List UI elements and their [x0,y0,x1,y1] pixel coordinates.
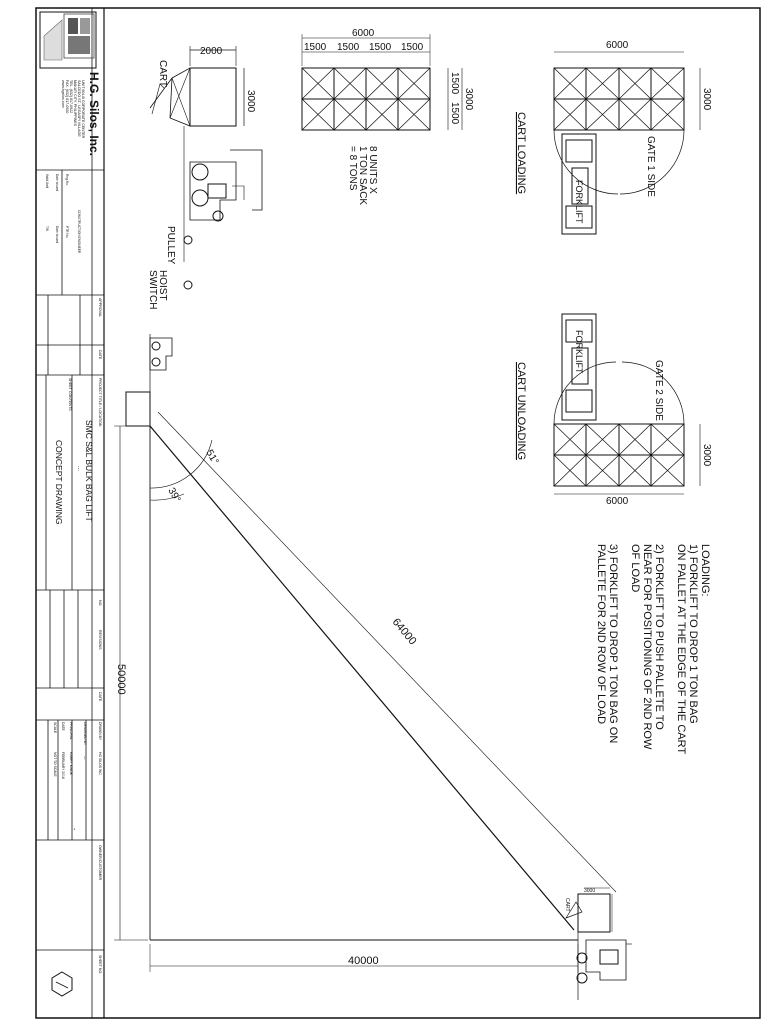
svg-text:OF LOAD: OF LOAD [629,544,641,592]
sheet-no-label: SHEET NO. [98,955,102,974]
cart-unloading-dim-side: 3000 [701,444,712,467]
grid-dim-2: 1500 [337,42,360,53]
svg-text:TEL. (632) 817-0922: TEL. (632) 817-0922 [69,80,73,113]
date-label: DATE [98,350,102,360]
company-logo [39,11,97,69]
svg-text:= 8 TONS: = 8 TONS [347,146,358,191]
svg-text:SCALE: SCALE [53,722,57,734]
svg-text:TIN: TIN [45,226,49,232]
cart-unloading-plan [553,313,701,495]
no-label: NO. [98,600,102,606]
forklift-loading-label: FORKLIFT [574,180,584,224]
gate-2-label: GATE 2 SIDE [653,360,664,421]
svg-text:www.hgsilos.com: www.hgsilos.com [61,80,65,108]
cart-unloading-dim-bottom: 6000 [606,496,629,507]
svg-text:CONSTRUCTION ENGINEER: CONSTRUCTION ENGINEER [77,210,81,254]
grid-dim-4: 1500 [401,42,424,53]
grid-side-dim-1: 1500 [449,72,460,95]
svg-text:HG SILOS INC.: HG SILOS INC. [98,752,102,776]
svg-text:UNIT 604-B CORPORATE CENTER: UNIT 604-B CORPORATE CENTER [81,80,85,139]
svg-text:Date Issued: Date Issued [55,226,59,243]
base-dim: 40000 [348,955,379,967]
gate-1-label: GATE 1 SIDE [645,136,656,197]
incline-length: 64000 [390,616,419,647]
cart-loading-dim-side: 3000 [701,88,712,111]
switch-label: SWITCH [147,270,158,309]
date2-label: DATE [98,692,102,702]
grid-total-dim: 6000 [352,28,375,39]
svg-text:NOT TO SCALE: NOT TO SCALE [53,752,57,777]
svg-text:LOADING:: LOADING: [699,544,711,597]
svg-text:PALLETE FOR 2ND ROW OF LOAD: PALLETE FOR 2ND ROW OF LOAD [595,544,607,724]
svg-text:8 UNITS X: 8 UNITS X [367,146,378,194]
cart-loading-plan [553,51,701,235]
owner-label: OWNER/CUSTOMER [98,845,102,881]
company-address: UNIT 604-B CORPORATE CENTER SALCEDO ST.,… [61,80,85,139]
svg-text:DESIGNED BY: DESIGNED BY [83,722,87,746]
grid-dim-3: 1500 [369,42,392,53]
project-subtitle: ... [76,466,82,471]
svg-text:PTR No.: PTR No. [65,226,69,238]
svg-text:Reg.No.: Reg.No. [65,174,69,186]
svg-text:3) FORKLIFT TO DROP 1 TON BAG: 3) FORKLIFT TO DROP 1 TON BAG ON [607,544,619,743]
bottom-cart-label: CART [564,898,570,912]
owner-value: - [70,828,77,831]
svg-text:DRAWN BY: DRAWN BY [98,722,102,741]
sheet-contents-label: SHEET CONTENTS [68,378,72,411]
cart-label: CART [157,60,168,87]
grid-side-total: 3000 [463,88,474,111]
grid-side-dim-2: 1500 [449,102,460,125]
svg-text:ON PALLET AT THE EDGE OF THE C: ON PALLET AT THE EDGE OF THE CART [675,544,687,754]
forklift-unloading-label: FORKLIFT [574,330,584,374]
drawing-info: DRAWN BY HG SILOS INC. DESIGNED BY — PRI… [53,722,102,779]
loading-notes: LOADING: 1) FORKLIFT TO DROP 1 TON BAG O… [595,544,711,754]
cart-unloading-title: CART UNLOADING [515,362,527,460]
title-block: H.G. Silos, Inc. UNIT 604-B CORPORATE CE… [36,8,104,1018]
company-name: H.G. Silos, Inc. [87,72,101,156]
svg-text:HARRY KWOK: HARRY KWOK [69,752,73,776]
svg-text:Valid Until: Valid Until [45,174,49,188]
revisions-label: REVISIONS [98,630,102,650]
side-elevation [149,46,263,290]
svg-text:SALCEDO ST., LEGASPI VILLAGE: SALCEDO ST., LEGASPI VILLAGE [77,80,81,137]
units-note: 8 UNITS X 1 TON SACK = 8 TONS [347,146,378,205]
sheet-hexagon-icon [51,971,73,997]
svg-text:1) FORKLIFT TO DROP 1 TON BAG: 1) FORKLIFT TO DROP 1 TON BAG [687,544,699,724]
pulley-label: PULLEY [165,226,176,265]
angle-39: 39° [165,486,182,505]
svg-text:NEAR FOR POSITIONING OF 2ND RO: NEAR FOR POSITIONING OF 2ND ROW [641,544,653,750]
grid-dim-1: 1500 [304,42,327,53]
cart-loading-dim-top: 6000 [606,40,629,51]
svg-text:Date Issued: Date Issued [55,174,59,191]
engineer-fields: CONSTRUCTION ENGINEER Reg.No. Date Issue… [45,174,81,254]
bottom-dim: 3000 [584,888,595,894]
dim-3000-left: 3000 [245,90,256,113]
sheet-contents: CONCEPT DRAWING [54,440,64,525]
svg-text:MAKATI CITY, PHILIPPINES: MAKATI CITY, PHILIPPINES [73,80,77,127]
bag-grid-plan [301,34,463,131]
height-dim: 50000 [115,664,127,695]
approval-label: APPROVAL [98,298,102,317]
project-title: SMC S&L BULK BAG LIFT [84,420,94,522]
sheet-outer-border [35,7,761,1019]
svg-text:FEBRUARY 2018: FEBRUARY 2018 [61,752,65,779]
svg-text:DATE: DATE [61,722,65,732]
svg-text:2) FORKLIFT TO PUSH PALLETE TO: 2) FORKLIFT TO PUSH PALLETE TO [653,544,665,730]
svg-text:1 TON SACK: 1 TON SACK [357,146,368,205]
svg-text:—: — [83,756,87,760]
svg-text:FAX. (632) 817-0920: FAX. (632) 817-0920 [65,80,69,113]
hoist-label: HOIST [157,270,168,301]
dim-2000: 2000 [200,46,223,57]
project-label: PROJECT TITLE / LOCATION [98,378,102,427]
cart-loading-title: CART LOADING [515,112,527,194]
angle-51: 51° [203,448,220,467]
svg-text:PRINCIPAL: PRINCIPAL [69,722,73,740]
incline-diagram [114,334,632,1000]
